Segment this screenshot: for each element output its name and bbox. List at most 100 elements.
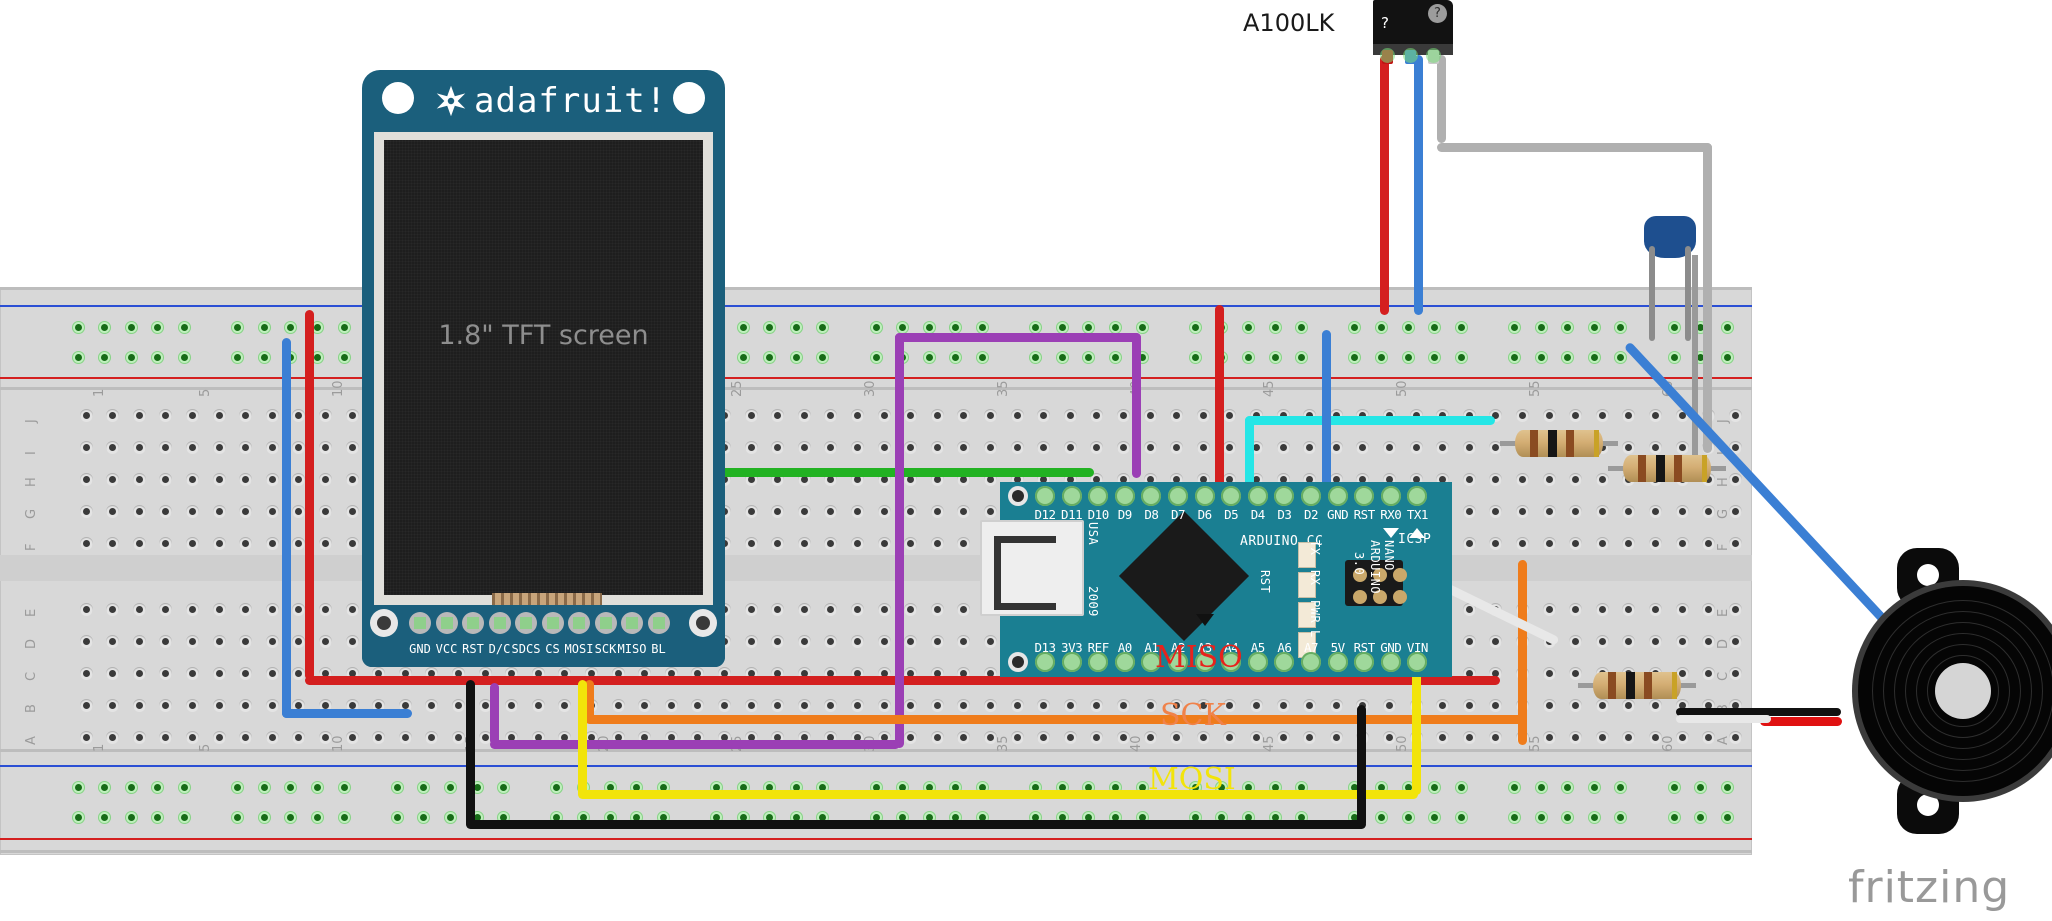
- bb-hole-I36[interactable]: [1010, 440, 1024, 454]
- bb-hole-J37[interactable]: [1037, 408, 1051, 422]
- wire-grey-transistor-across[interactable]: [1437, 143, 1712, 152]
- bb-hole-D57[interactable]: [1569, 634, 1583, 648]
- bb-hole-C9[interactable]: [292, 666, 306, 680]
- bb-hole-D35[interactable]: [983, 634, 997, 648]
- bb-hole-G58[interactable]: [1595, 504, 1609, 518]
- bb-hole-E10[interactable]: [318, 602, 332, 616]
- bb-hole-I11[interactable]: [345, 440, 359, 454]
- bb-hole-D54[interactable]: [1489, 634, 1503, 648]
- nano-pad-top-D5[interactable]: [1221, 486, 1242, 506]
- bb-hole-I7[interactable]: [239, 440, 253, 454]
- nano-pad-top-D4[interactable]: [1247, 486, 1268, 506]
- bb-hole-I61[interactable]: [1675, 440, 1689, 454]
- bb-hole-E63[interactable]: [1728, 602, 1742, 616]
- wire-purple-bottom[interactable]: [490, 740, 900, 749]
- bb-hole-I44[interactable]: [1223, 440, 1237, 454]
- bb-hole-I28[interactable]: [797, 440, 811, 454]
- tft-pad-RST[interactable]: [462, 612, 484, 634]
- bb-hole-E60[interactable]: [1648, 602, 1662, 616]
- bb-hole-J4[interactable]: [159, 408, 173, 422]
- bb-hole-I50[interactable]: [1382, 440, 1396, 454]
- bb-hole-F53[interactable]: [1462, 536, 1476, 550]
- nano-pad-top-D10[interactable]: [1088, 486, 1109, 506]
- bb-hole-G57[interactable]: [1569, 504, 1583, 518]
- bb-hole-F2[interactable]: [106, 536, 120, 550]
- bb-hole-F5[interactable]: [185, 536, 199, 550]
- wire-red-tft[interactable]: [305, 310, 314, 680]
- bb-hole-G59[interactable]: [1622, 504, 1636, 518]
- tft-pad-SCK[interactable]: [594, 612, 617, 634]
- wire-red-transistor[interactable]: [1380, 55, 1389, 315]
- bb-hole-J40[interactable]: [1116, 408, 1130, 422]
- bb-hole-J38[interactable]: [1063, 408, 1077, 422]
- bb-hole-I33[interactable]: [930, 440, 944, 454]
- bb-hole-E34[interactable]: [957, 602, 971, 616]
- bb-hole-I6[interactable]: [212, 440, 226, 454]
- bb-hole-F11[interactable]: [345, 536, 359, 550]
- bb-hole-D3[interactable]: [132, 634, 146, 648]
- bb-hole-C1[interactable]: [79, 666, 93, 680]
- bb-hole-F33[interactable]: [930, 536, 944, 550]
- bb-hole-I3[interactable]: [132, 440, 146, 454]
- wire-purple-down[interactable]: [490, 683, 499, 745]
- bb-hole-F60[interactable]: [1648, 536, 1662, 550]
- bb-hole-F27[interactable]: [771, 536, 785, 550]
- bb-hole-C3[interactable]: [132, 666, 146, 680]
- bb-hole-H9[interactable]: [292, 472, 306, 486]
- bb-hole-G1[interactable]: [79, 504, 93, 518]
- bb-hole-I43[interactable]: [1196, 440, 1210, 454]
- bb-hole-E5[interactable]: [185, 602, 199, 616]
- bb-hole-F9[interactable]: [292, 536, 306, 550]
- bb-hole-E1[interactable]: [79, 602, 93, 616]
- bb-hole-F54[interactable]: [1489, 536, 1503, 550]
- wire-purple-right[interactable]: [1132, 333, 1141, 478]
- nano-pad-top-RST[interactable]: [1354, 486, 1375, 506]
- bb-hole-F4[interactable]: [159, 536, 173, 550]
- bb-hole-C4[interactable]: [159, 666, 173, 680]
- nano-pad-top-D3[interactable]: [1274, 486, 1295, 506]
- bb-hole-G26[interactable]: [744, 504, 758, 518]
- nano-pad-bottom-GND[interactable]: [1380, 652, 1401, 672]
- bb-hole-I59[interactable]: [1622, 440, 1636, 454]
- nano-pad-bottom-REF[interactable]: [1088, 652, 1109, 672]
- bb-hole-I26[interactable]: [744, 440, 758, 454]
- bb-hole-J58[interactable]: [1595, 408, 1609, 422]
- bb-hole-D11[interactable]: [345, 634, 359, 648]
- bb-hole-E2[interactable]: [106, 602, 120, 616]
- bb-hole-D30[interactable]: [850, 634, 864, 648]
- bb-hole-F3[interactable]: [132, 536, 146, 550]
- bb-hole-J27[interactable]: [771, 408, 785, 422]
- bb-hole-D10[interactable]: [318, 634, 332, 648]
- bb-hole-D33[interactable]: [930, 634, 944, 648]
- bb-hole-J31[interactable]: [877, 408, 891, 422]
- transistor-a100lk[interactable]: ? ?: [1373, 0, 1453, 64]
- bb-hole-J9[interactable]: [292, 408, 306, 422]
- bb-hole-J42[interactable]: [1170, 408, 1184, 422]
- bb-hole-F6[interactable]: [212, 536, 226, 550]
- bb-hole-G7[interactable]: [239, 504, 253, 518]
- tft-pad-GND[interactable]: [409, 612, 431, 634]
- bb-hole-H8[interactable]: [265, 472, 279, 486]
- bb-hole-E3[interactable]: [132, 602, 146, 616]
- nano-pad-top-TX1[interactable]: [1407, 486, 1428, 506]
- bb-hole-J57[interactable]: [1569, 408, 1583, 422]
- bb-hole-I35[interactable]: [983, 440, 997, 454]
- bb-hole-E32[interactable]: [904, 602, 918, 616]
- wire-orange-bottom[interactable]: [585, 715, 1525, 724]
- bb-hole-J30[interactable]: [850, 408, 864, 422]
- wire-grey-transistor-down[interactable]: [1703, 143, 1712, 453]
- bb-hole-D60[interactable]: [1648, 634, 1662, 648]
- bb-hole-E26[interactable]: [744, 602, 758, 616]
- bb-hole-E61[interactable]: [1675, 602, 1689, 616]
- bb-hole-D28[interactable]: [797, 634, 811, 648]
- nano-pad-bottom-3V3[interactable]: [1061, 652, 1082, 672]
- bb-hole-I60[interactable]: [1648, 440, 1662, 454]
- bb-hole-H5[interactable]: [185, 472, 199, 486]
- bb-hole-E31[interactable]: [877, 602, 891, 616]
- wire-black-right[interactable]: [1357, 705, 1366, 827]
- bb-hole-G60[interactable]: [1648, 504, 1662, 518]
- bb-hole-C7[interactable]: [239, 666, 253, 680]
- bb-hole-I40[interactable]: [1116, 440, 1130, 454]
- bb-hole-H54[interactable]: [1489, 472, 1503, 486]
- bb-hole-J29[interactable]: [824, 408, 838, 422]
